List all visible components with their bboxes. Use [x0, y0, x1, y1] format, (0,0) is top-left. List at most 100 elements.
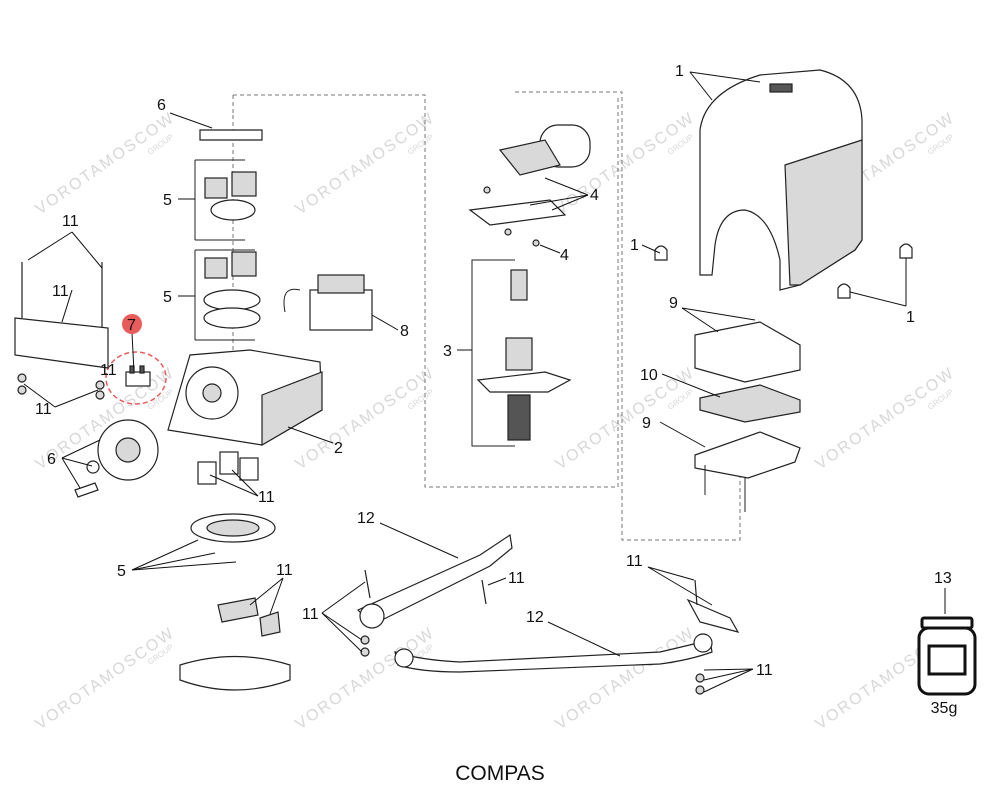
motor-screw [504, 228, 512, 236]
nut [695, 685, 705, 695]
gearbox-frame [232, 94, 619, 488]
leader-line [647, 566, 713, 606]
leader-line [681, 307, 719, 333]
leader-line [61, 439, 101, 459]
leader-line [23, 383, 56, 408]
spring [510, 269, 528, 301]
leader-line [131, 332, 135, 373]
jar-label [927, 644, 967, 676]
leader-line [27, 231, 73, 261]
leader-line [321, 612, 363, 653]
gate-bracket [686, 598, 740, 633]
watermark-text: VOROTAMOSCOW [553, 364, 699, 473]
leader-line [544, 177, 589, 196]
mounting-hardware [14, 262, 740, 695]
worm-gear [507, 394, 531, 441]
watermark-text: VOROTAMOSCOW [813, 364, 959, 473]
nut [17, 385, 27, 395]
callout-11: 11 [508, 570, 525, 587]
callout-11: 11 [626, 553, 643, 570]
arm-part [356, 533, 713, 673]
callout-11: 11 [756, 662, 773, 679]
bottom-cover-part [179, 655, 291, 691]
cover-cap-right [837, 283, 851, 299]
callout-3: 3 [443, 343, 452, 360]
nut [360, 635, 370, 645]
base-side [261, 371, 323, 447]
cover-part [654, 69, 913, 299]
callout-6: 6 [47, 451, 56, 468]
callout-5: 5 [163, 289, 172, 306]
callout-12: 12 [357, 510, 375, 527]
gear-large [231, 251, 257, 277]
leader-line [487, 577, 507, 586]
callout-11: 11 [100, 362, 117, 379]
base-housing-part [167, 349, 323, 447]
leader-line [661, 373, 721, 398]
leader-line [551, 194, 589, 211]
callout-7-highlight [122, 314, 142, 334]
cam-nut [86, 460, 100, 474]
motor-part [468, 124, 591, 247]
cam-key [74, 482, 99, 498]
motor-screw [532, 239, 540, 247]
ring-upper [203, 289, 261, 311]
nut [17, 373, 27, 383]
board-cover [694, 321, 801, 383]
cable-gland [197, 461, 217, 485]
grease-jar-part [917, 616, 977, 696]
cable-gland [239, 457, 259, 481]
leader-line [287, 426, 334, 444]
callout-11: 11 [35, 401, 52, 418]
leader-line [371, 314, 399, 331]
gear-small [204, 177, 228, 199]
leader-line [61, 289, 73, 323]
leader-line [131, 561, 237, 571]
shaft-part [74, 129, 263, 498]
leader-line [71, 231, 103, 269]
callout-6: 6 [157, 97, 166, 114]
leader-line [703, 668, 754, 681]
gear-stack [505, 337, 533, 371]
leader-line [703, 668, 754, 693]
leader-line [379, 522, 459, 559]
cable-gland [219, 451, 239, 475]
callout-12: 12 [526, 609, 544, 626]
leader-line [539, 244, 561, 254]
leader-line [689, 71, 713, 101]
limit-switch-pin [139, 365, 145, 374]
callout-11: 11 [52, 283, 69, 300]
nut [95, 390, 105, 400]
leader-line [849, 291, 907, 307]
leader-line [61, 457, 81, 489]
callout-4: 4 [590, 187, 599, 204]
control-board [699, 384, 801, 423]
callout-11: 11 [302, 606, 319, 623]
callout-11: 11 [276, 562, 293, 579]
cover-cap-far-right [899, 243, 913, 259]
callout-5: 5 [117, 563, 126, 580]
upper-arm-pivot [359, 603, 385, 629]
diagram-title: COMPAS [455, 762, 545, 785]
callout-10: 10 [640, 367, 658, 384]
gear-assembly-part [476, 269, 572, 441]
watermark-text: VOROTAMOSCOW [293, 109, 439, 218]
leader-line [249, 577, 284, 606]
leader-line [61, 457, 93, 467]
board-base [694, 431, 801, 479]
leader-line [547, 621, 621, 657]
watermark-text: VOROTAMOSCOW [33, 109, 179, 218]
motor-gearhead [498, 139, 561, 176]
gear-plate [210, 199, 256, 221]
callout-8: 8 [400, 323, 409, 340]
electronics-frame [515, 91, 741, 541]
cam-center [115, 437, 141, 463]
nut [95, 380, 105, 390]
leader-line [269, 577, 284, 615]
nut [695, 673, 705, 683]
leader-line [321, 581, 366, 614]
leader-line [641, 244, 661, 254]
callout-9: 9 [669, 295, 678, 312]
watermark-text: VOROTAMOSCOW [33, 624, 179, 733]
